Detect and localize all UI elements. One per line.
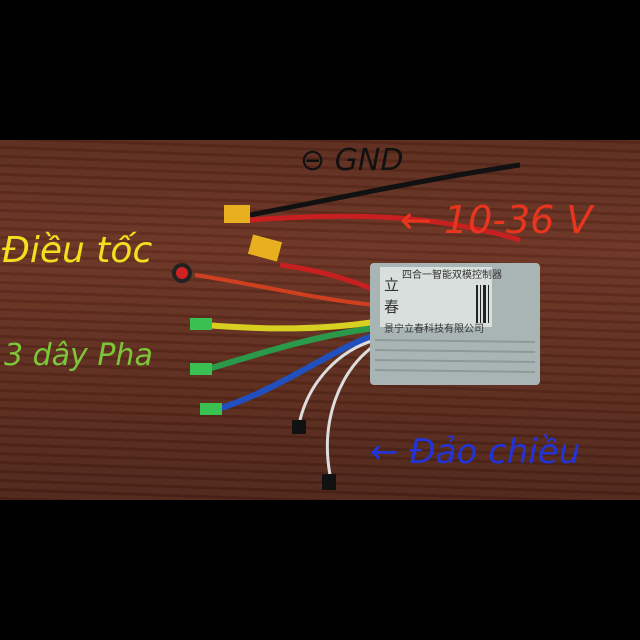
ground-wire — [249, 162, 521, 218]
phase-wire-green — [204, 325, 376, 373]
positive-wire — [249, 213, 521, 243]
phase-connector — [200, 403, 222, 415]
reverse-wire — [325, 343, 376, 476]
positive-wire-2 — [279, 262, 376, 293]
phase-connector — [190, 318, 212, 330]
controller-model: 四合一智能双模控制器 — [402, 270, 502, 281]
reverse-connector — [292, 420, 306, 434]
reverse-connector — [322, 474, 336, 490]
heatsink-fins — [374, 339, 536, 373]
throttle-button-cap — [176, 267, 188, 279]
xt60-connector-2 — [247, 234, 283, 262]
throttle-wire — [194, 273, 376, 307]
throttle-annotation: Điều tốc — [2, 230, 153, 271]
controller-sticker — [380, 267, 492, 327]
voltage-annotation: ← 10-36 V — [400, 198, 593, 242]
reverse-annotation: ← Đảo chiều — [370, 432, 581, 472]
phase-wires-annotation: 3 dây Pha — [4, 338, 153, 373]
phase-connector — [190, 363, 212, 375]
barcode — [476, 285, 489, 323]
phase-wire-blue — [214, 332, 376, 413]
xt60-connector — [224, 205, 250, 223]
ground-annotation: ⊖ GND — [300, 143, 404, 178]
phase-wire-yellow — [204, 319, 376, 332]
controller-brand: 立春 — [384, 276, 400, 316]
controller-company: 景宁立春科技有限公司 — [384, 324, 484, 335]
reverse-wire — [298, 338, 376, 421]
